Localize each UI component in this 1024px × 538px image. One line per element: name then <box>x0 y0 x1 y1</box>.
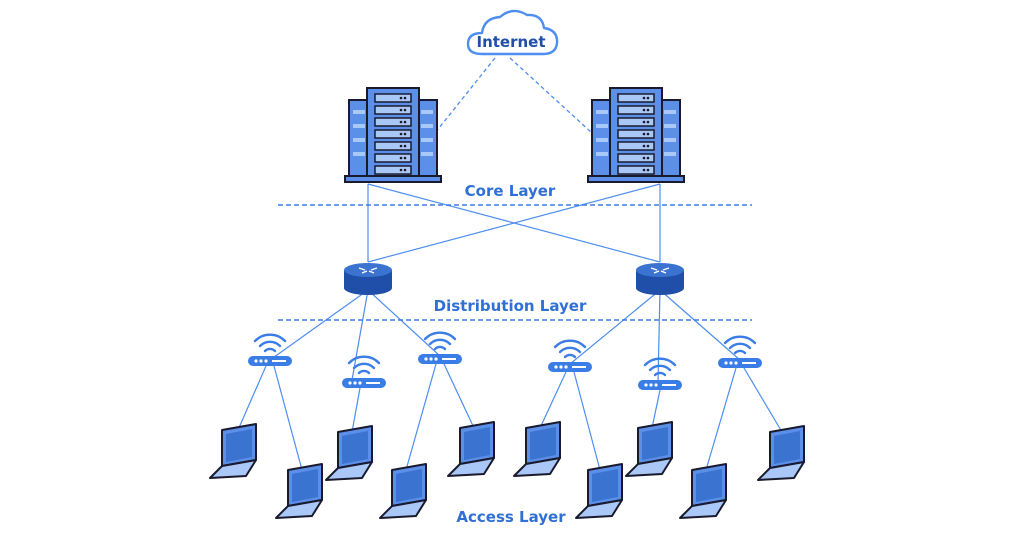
internet-link-left <box>434 57 496 134</box>
link-ap6-laptop9 <box>705 367 737 471</box>
wireless-access-point-icon <box>636 357 684 392</box>
link-ap4-laptop6 <box>539 371 567 429</box>
laptop-icon <box>757 425 805 481</box>
wireless-access-point-icon <box>246 333 294 368</box>
laptop-icon <box>625 421 673 477</box>
link-ap4-laptop7 <box>573 371 601 471</box>
link-router1-ap2 <box>351 289 369 381</box>
cloud-icon <box>466 9 559 56</box>
distribution-layer-label: Distribution Layer <box>434 297 587 315</box>
link-router2-ap4 <box>569 289 661 365</box>
link-router1-ap1 <box>269 289 369 361</box>
link-ap1-laptop1 <box>237 365 267 431</box>
laptop-icon <box>209 423 257 479</box>
laptop-icon <box>275 463 323 519</box>
wireless-access-point-icon <box>546 339 594 374</box>
wireless-access-point-icon <box>716 335 764 370</box>
link-core2-router1 <box>367 183 661 263</box>
link-ap5-laptop8 <box>651 389 661 429</box>
server-rack-icon <box>344 87 442 183</box>
link-ap6-laptop10 <box>743 367 783 433</box>
router-icon <box>635 262 685 296</box>
link-router2-ap6 <box>659 289 741 361</box>
internet-link-right <box>509 57 593 134</box>
laptop-icon <box>379 463 427 519</box>
link-router2-ap5 <box>657 289 661 383</box>
wireless-access-point-icon <box>416 331 464 366</box>
link-ap3-laptop4 <box>405 363 437 471</box>
wireless-access-point-icon <box>340 355 388 390</box>
access-layer-label: Access Layer <box>456 508 566 526</box>
link-ap3-laptop5 <box>443 363 475 429</box>
core-layer-label: Core Layer <box>465 182 556 200</box>
laptop-icon <box>679 463 727 519</box>
laptop-icon <box>447 421 495 477</box>
link-ap2-laptop3 <box>351 387 361 433</box>
link-ap1-laptop2 <box>273 365 303 471</box>
laptop-icon <box>575 463 623 519</box>
laptop-icon <box>325 425 373 481</box>
server-rack-icon <box>587 87 685 183</box>
link-router1-ap3 <box>367 289 441 357</box>
router-icon <box>343 262 393 296</box>
laptop-icon <box>513 421 561 477</box>
internet-cloud: Internet <box>466 9 559 56</box>
internet-label: Internet <box>476 33 545 51</box>
